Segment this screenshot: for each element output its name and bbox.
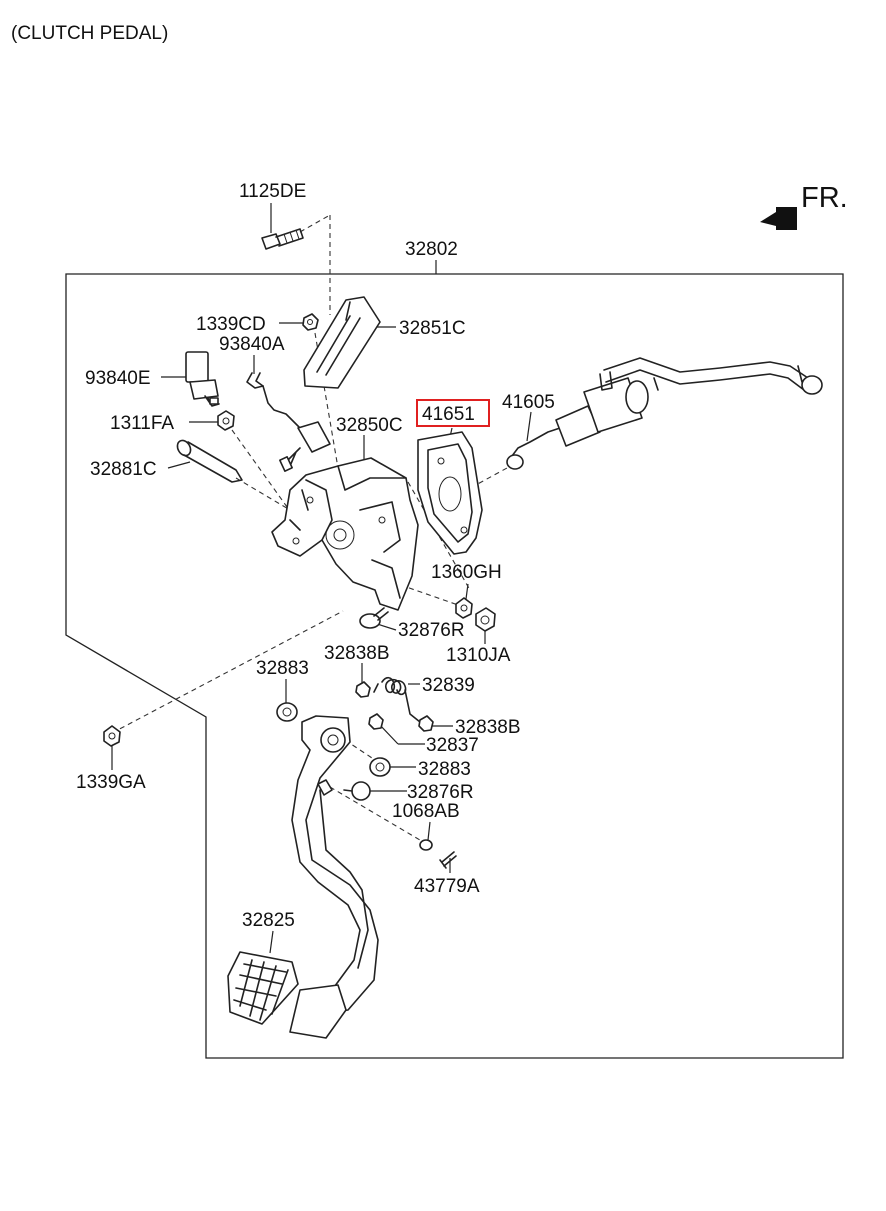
clip-32837	[368, 713, 384, 730]
pedal-pad-32825	[227, 951, 299, 1025]
nut-1311fa	[217, 410, 235, 431]
label-1339cd: 1339CD	[196, 314, 266, 335]
label-1360gh: 1360GH	[431, 562, 502, 583]
label-93840a: 93840A	[219, 334, 285, 355]
label-32839: 32839	[422, 675, 475, 696]
label-1310ja: 1310JA	[446, 645, 511, 666]
diagram-title: (CLUTCH PEDAL)	[11, 23, 168, 44]
cotter-pin-43779a	[439, 851, 457, 869]
label-93840e: 93840E	[85, 368, 151, 389]
label-32838b-top: 32838B	[324, 643, 390, 664]
nut-1339ga	[103, 725, 121, 747]
master-cylinder-41605	[506, 357, 823, 470]
label-43779a: 43779A	[414, 876, 480, 897]
clutch-pedal-arm	[289, 715, 379, 1039]
front-arrow-icon	[760, 207, 797, 230]
label-32850c: 32850C	[336, 415, 403, 436]
switch-93840e	[185, 351, 220, 407]
label-32883-right: 32883	[418, 759, 471, 780]
label-1068ab: 1068AB	[392, 801, 460, 822]
label-1311fa: 1311FA	[110, 413, 174, 434]
label-32876r-upper: 32876R	[398, 620, 465, 641]
label-1339ga: 1339GA	[76, 772, 146, 793]
part-labels: 1125DE 32802 1339CD 32851C 93840A 93840E…	[76, 181, 555, 931]
label-32825: 32825	[242, 910, 295, 931]
label-32881c: 32881C	[90, 459, 157, 480]
label-1125de: 1125DE	[239, 181, 306, 202]
clip-32838b-right	[418, 715, 434, 732]
front-direction-indicator: FR.	[760, 182, 848, 230]
front-label: FR.	[801, 182, 848, 214]
label-41651: 41651	[422, 404, 475, 425]
clip-32838b-top	[355, 681, 371, 698]
label-32838b-right: 32838B	[455, 717, 521, 738]
nut-1339cd	[302, 313, 319, 331]
bracket-32851c	[303, 296, 381, 389]
label-32883-left: 32883	[256, 658, 309, 679]
assembly-frame	[65, 273, 844, 1059]
pin-32881c	[176, 439, 243, 483]
label-32802: 32802	[405, 239, 458, 260]
bushing-32883-left	[276, 702, 298, 722]
bolt-1125de	[261, 228, 304, 250]
stopper-32876r-lower	[343, 781, 371, 801]
gasket-41651	[417, 431, 483, 555]
spring-32839	[373, 676, 421, 723]
highlight-box-41651	[416, 399, 490, 427]
nut-1310ja	[475, 607, 496, 632]
stopper-32876r-upper	[359, 607, 389, 629]
bushing-32883-right	[369, 757, 391, 777]
label-41605: 41605	[502, 392, 555, 413]
label-32876r-lower: 32876R	[407, 782, 474, 803]
washer-1068ab	[419, 839, 433, 851]
label-32837: 32837	[426, 735, 479, 756]
label-32851c: 32851C	[399, 318, 466, 339]
switch-93840a	[246, 372, 331, 472]
pedal-bracket-32850c	[271, 457, 419, 611]
nut-1360gh	[455, 597, 473, 619]
